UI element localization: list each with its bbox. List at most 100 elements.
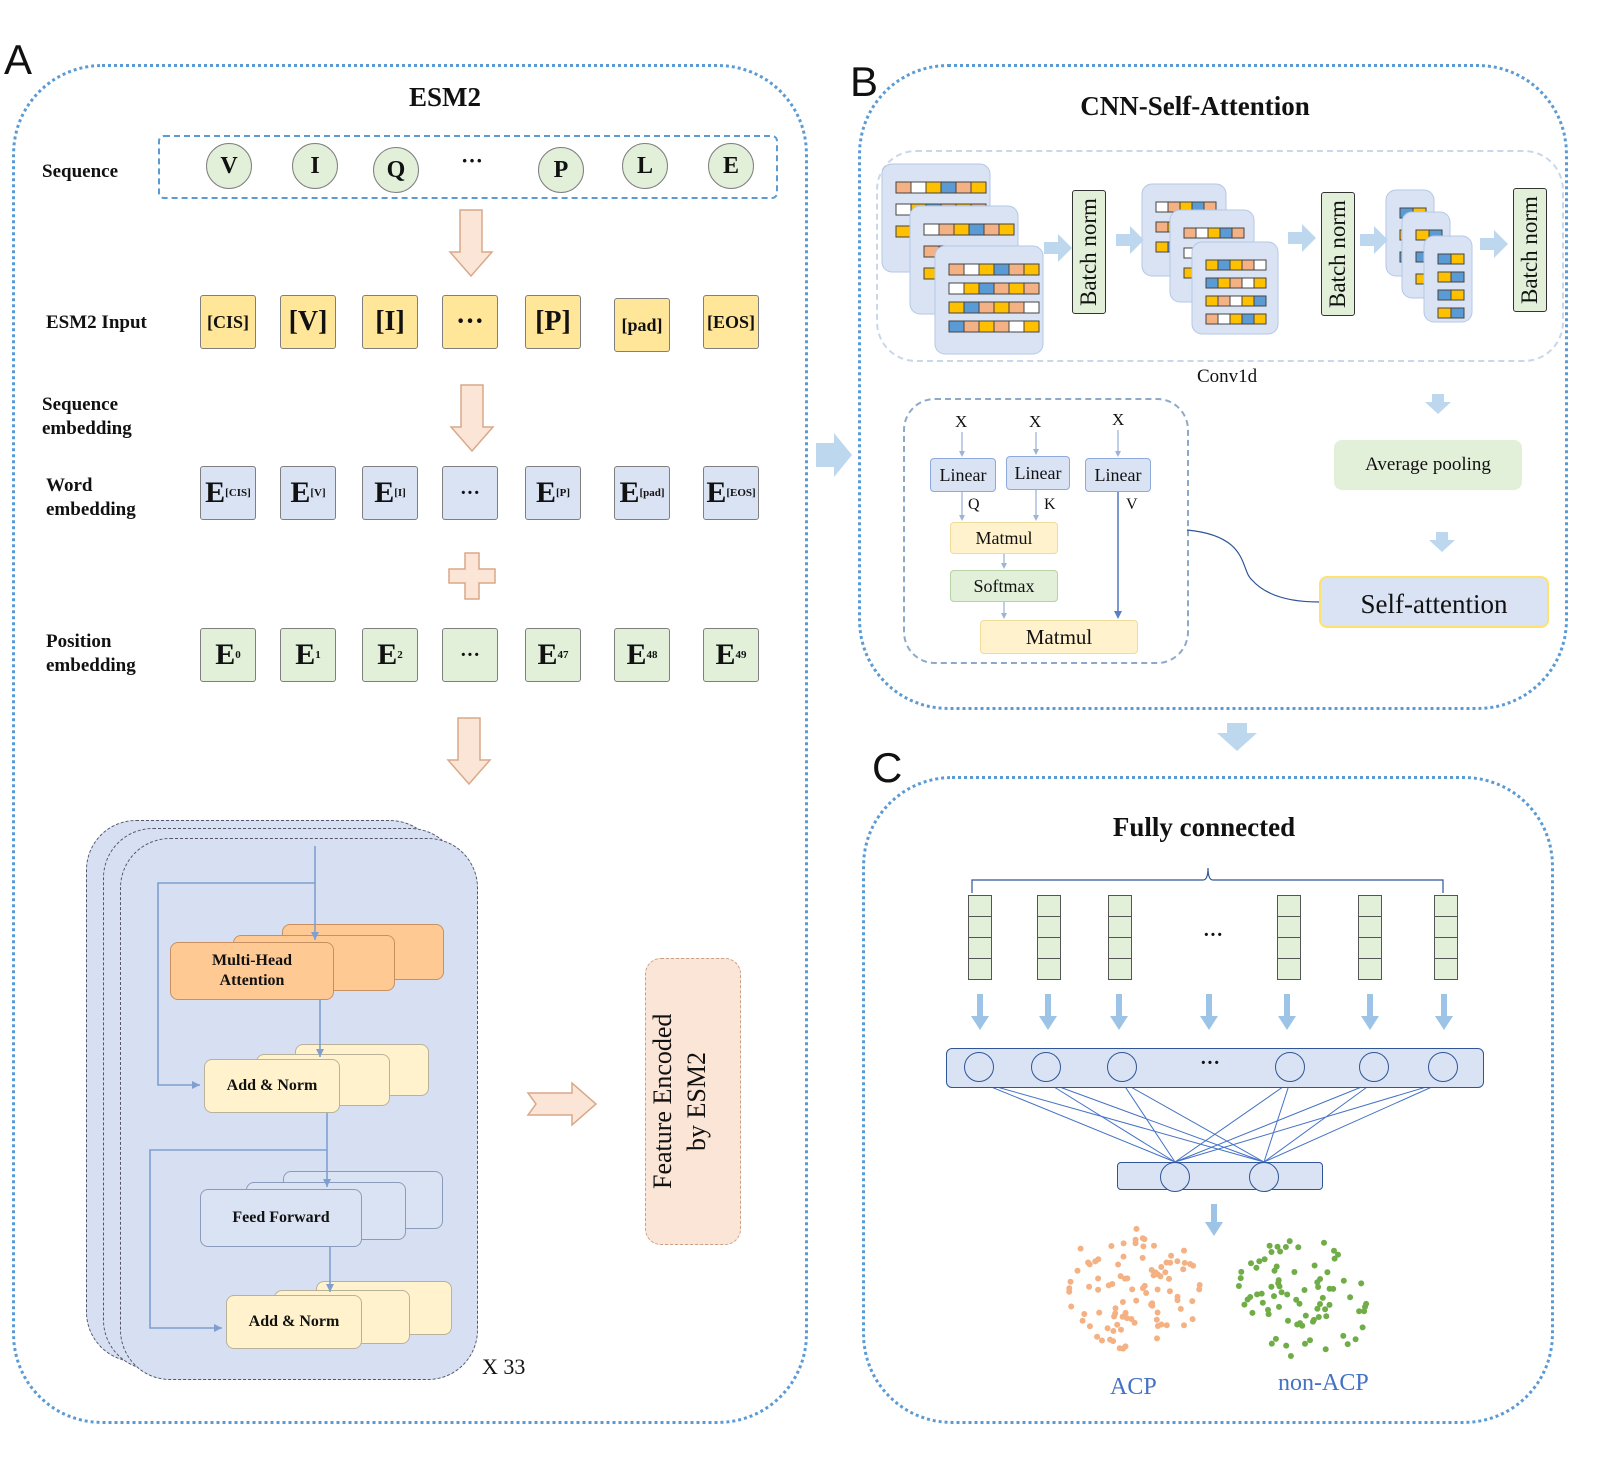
plus-icon <box>448 552 496 600</box>
word-embedding-token: E[I] <box>362 466 418 520</box>
output-layer-bar <box>1117 1162 1323 1190</box>
acp-point <box>1116 1345 1123 1352</box>
word-embedding-token: E[pad] <box>614 466 670 520</box>
batch-norm-1: Batch norm <box>1072 190 1106 314</box>
non-acp-point <box>1268 1249 1275 1255</box>
right-arrow-icon <box>1480 230 1508 258</box>
acp-point <box>1181 1322 1187 1329</box>
add-norm-block-2: Add & Norm <box>226 1295 362 1349</box>
x-input-3: X <box>1112 410 1125 429</box>
feature-encoded-box: Feature Encoded by ESM2 <box>645 958 741 1245</box>
attention-module <box>903 398 1189 664</box>
down-arrow-pooling <box>1425 394 1451 414</box>
non-acp-point <box>1272 1335 1279 1342</box>
feature-cell <box>1023 263 1040 276</box>
non-acp-point <box>1256 1258 1263 1265</box>
non-acp-point <box>1276 1303 1282 1310</box>
acp-point <box>1167 1259 1174 1266</box>
acp-point <box>1187 1261 1194 1267</box>
feature-cell <box>1253 313 1267 325</box>
down-arrow-icon <box>971 994 989 1030</box>
connection-line <box>978 1081 1265 1163</box>
q-label: Q <box>968 496 980 513</box>
word-embedding-token: ··· <box>442 466 498 520</box>
non-acp-point <box>1273 1263 1280 1270</box>
acp-point <box>1141 1282 1148 1289</box>
non-acp-point <box>1249 1309 1256 1316</box>
connection-line <box>1263 1081 1444 1163</box>
conv1d-label: Conv1d <box>1197 366 1258 387</box>
non-acp-point <box>1352 1336 1359 1343</box>
non-acp-label: non-ACP <box>1278 1370 1369 1396</box>
hidden-node <box>1275 1052 1305 1082</box>
non-acp-point <box>1315 1284 1322 1290</box>
non-acp-point <box>1268 1283 1275 1290</box>
non-acp-point <box>1347 1294 1354 1301</box>
feature-cell <box>1023 282 1040 295</box>
input-token: [I] <box>362 295 418 349</box>
acp-point <box>1096 1309 1103 1316</box>
non-acp-point <box>1340 1332 1347 1339</box>
acp-point <box>1163 1322 1170 1329</box>
feature-vector <box>1108 895 1132 980</box>
average-pooling-box: Average pooling <box>1334 440 1522 490</box>
word-embedding-token: E[EOS] <box>703 466 759 520</box>
non-acp-point <box>1286 1238 1293 1245</box>
feed-forward-block: Feed Forward <box>200 1189 362 1247</box>
sequence-residue: ··· <box>460 148 483 173</box>
acp-point <box>1117 1273 1124 1280</box>
x-input-2: X <box>1029 412 1042 431</box>
feature-vector <box>1434 895 1458 980</box>
right-arrow-icon <box>1288 224 1316 252</box>
hidden-node <box>1428 1052 1458 1082</box>
acp-point <box>1174 1297 1181 1304</box>
connection-line <box>1045 1081 1265 1163</box>
non-acp-point <box>1307 1337 1313 1344</box>
nodes-ellipsis: ··· <box>1200 1052 1221 1074</box>
acp-point <box>1139 1254 1146 1261</box>
non-acp-point <box>1314 1305 1321 1312</box>
cnn-self-attention-panel <box>858 64 1568 710</box>
acp-point <box>1086 1323 1093 1330</box>
feature-cell <box>1023 301 1040 314</box>
acp-point <box>1122 1343 1129 1350</box>
acp-point <box>1109 1281 1116 1287</box>
right-arrow-icon <box>1116 226 1144 254</box>
v-label: V <box>1126 496 1138 513</box>
feature-vector <box>968 895 992 980</box>
sequence-embedding-label: Sequence embedding <box>42 394 132 439</box>
non-acp-point <box>1274 1243 1281 1250</box>
non-acp-point <box>1335 1251 1341 1258</box>
add-norm-block-1: Add & Norm <box>204 1059 340 1113</box>
input-token: [CIS] <box>200 295 256 349</box>
k-label: K <box>1044 496 1056 513</box>
acp-point <box>1129 1286 1136 1293</box>
non-acp-point <box>1340 1277 1347 1284</box>
non-acp-point <box>1326 1285 1333 1292</box>
down-arrow-icon <box>1039 994 1057 1030</box>
acp-point <box>1120 1240 1127 1247</box>
sequence-residue: P <box>538 147 584 193</box>
non-acp-point <box>1302 1340 1308 1347</box>
acp-point <box>1141 1236 1148 1243</box>
input-token: [EOS] <box>703 295 759 349</box>
output-node <box>1249 1162 1279 1192</box>
acp-point <box>1095 1286 1102 1293</box>
self-attention-box: Self-attention <box>1319 576 1549 628</box>
acp-point <box>1162 1269 1169 1276</box>
feature-cell <box>1253 259 1267 271</box>
non-acp-point <box>1294 1321 1301 1328</box>
non-acp-point <box>1237 1275 1244 1282</box>
non-acp-point <box>1315 1314 1322 1320</box>
non-acp-point <box>1324 1269 1331 1276</box>
sequence-box <box>158 135 778 199</box>
feature-cell <box>1253 277 1267 289</box>
batch-norm-3: Batch norm <box>1513 188 1547 312</box>
brace <box>971 867 1444 893</box>
hidden-node <box>1107 1052 1137 1082</box>
non-acp-point <box>1254 1291 1261 1298</box>
